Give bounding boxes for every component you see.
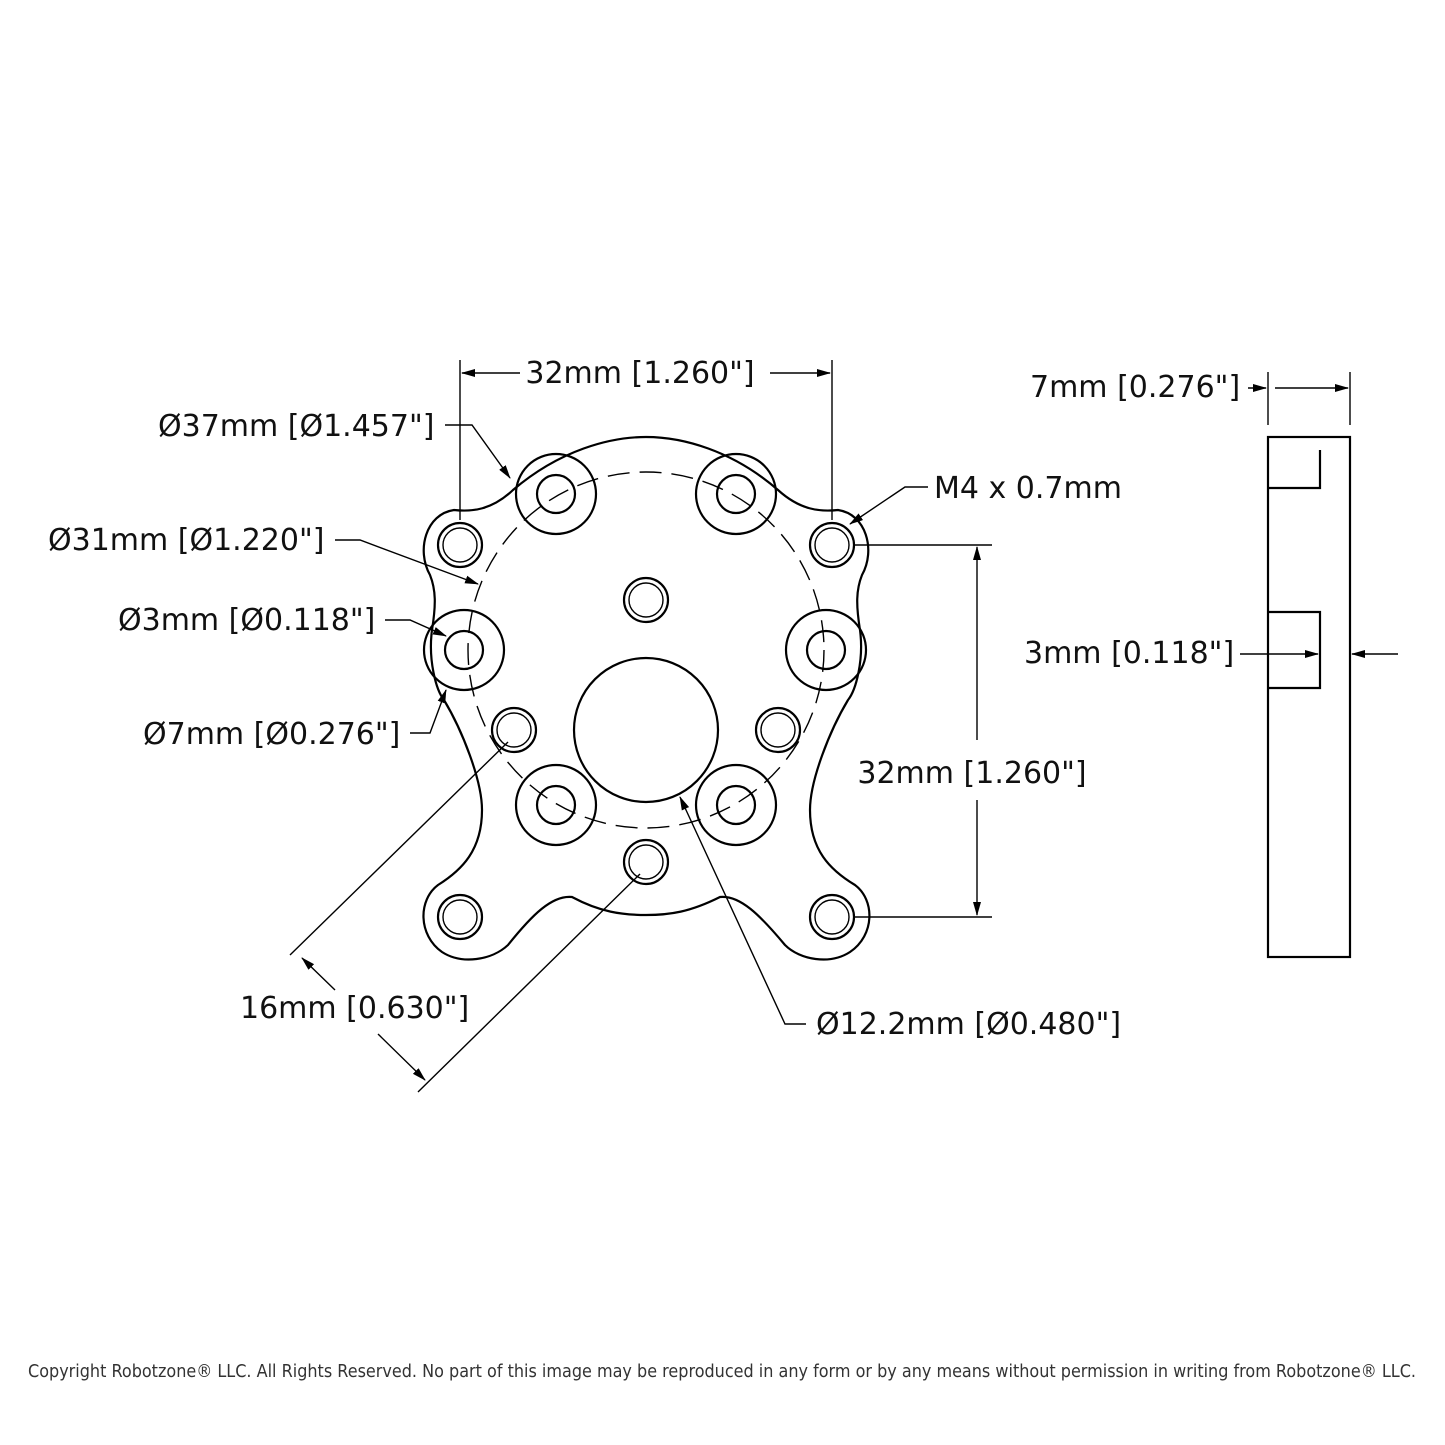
dim-center-bore-label: Ø12.2mm [Ø0.480"] [816,1007,1121,1042]
counterbore-hole-top-right [694,452,778,536]
bolt-circle-dashed [467,471,825,829]
dim-top-width: 32mm [1.260"] [459,356,833,520]
tapped-hole-mid-left [490,706,538,754]
dim-center-bore: Ø12.2mm [Ø0.480"] [679,796,1121,1042]
dim-side-thickness-label: 7mm [0.276"] [1030,370,1240,405]
dim-outer-diameter: Ø37mm [Ø1.457"] [158,409,511,479]
tapped-hole-bottom-right [808,893,856,941]
dim-side-step: 3mm [0.118"] [1024,636,1398,671]
dim-outer-diameter-label: Ø37mm [Ø1.457"] [158,409,434,444]
dim-thread: M4 x 0.7mm [849,471,1122,525]
copyright-notice: Copyright Robotzone® LLC. All Rights Res… [28,1361,1416,1382]
dim-counterbore-label: Ø7mm [Ø0.276"] [143,717,400,752]
dim-side-thickness: 7mm [0.276"] [1030,370,1351,425]
dim-vertical-spacing-label: 32mm [1.260"] [857,756,1086,791]
tapped-hole-top-left [436,521,484,569]
counterbore-hole-left [422,608,506,692]
counterbore-hole-right [784,608,868,692]
dim-small-hole: Ø3mm [Ø0.118"] [118,603,447,638]
dim-counterbore: Ø7mm [Ø0.276"] [143,689,447,752]
dim-diagonal-spacing-label: 16mm [0.630"] [240,991,469,1026]
dim-thread-label: M4 x 0.7mm [934,471,1122,506]
side-step-top [1268,450,1322,490]
dim-vertical-spacing: 32mm [1.260"] [855,544,1087,918]
tapped-hole-bottom-center [622,838,670,886]
dim-bolt-circle-label: Ø31mm [Ø1.220"] [48,523,324,558]
tapped-hole-top-center [622,576,670,624]
counterbore-hole-bottom-left [514,763,598,847]
tapped-hole-mid-right [754,706,802,754]
dim-side-step-label: 3mm [0.118"] [1024,636,1234,671]
dim-top-width-label: 32mm [1.260"] [525,356,754,391]
dim-diagonal-spacing: 16mm [0.630"] [240,741,641,1093]
side-step-mid [1268,610,1322,690]
dim-small-hole-label: Ø3mm [Ø0.118"] [118,603,375,638]
plate-outline [422,435,871,961]
plate-front-view [422,435,871,961]
dim-bolt-circle: Ø31mm [Ø1.220"] [48,523,479,585]
counterbore-hole-bottom-right [694,763,778,847]
tapped-hole-top-right [808,521,856,569]
center-bore [572,656,720,804]
side-outline [1266,435,1352,959]
plate-side-view [1266,435,1352,959]
tapped-hole-bottom-left [436,893,484,941]
counterbore-hole-top-left [514,452,598,536]
